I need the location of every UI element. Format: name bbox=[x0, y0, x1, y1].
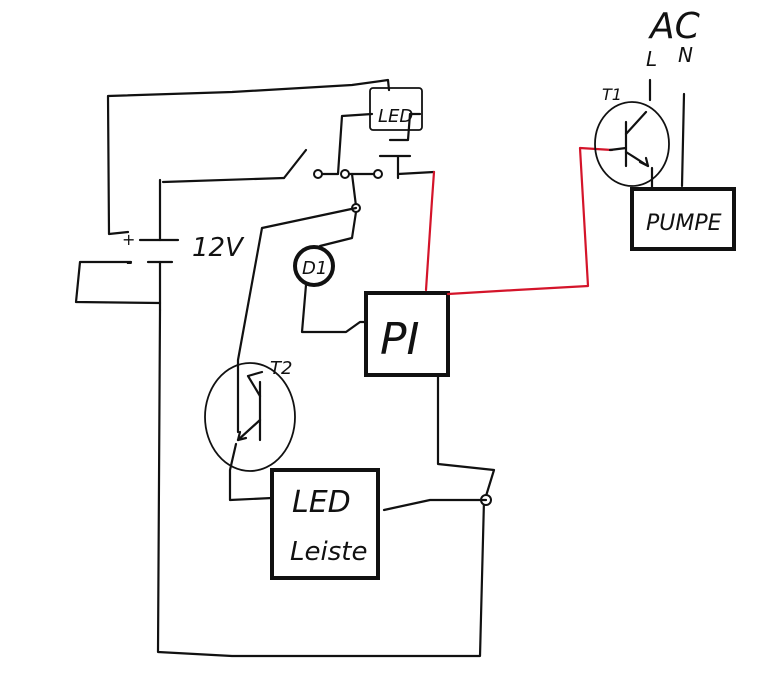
battery-plus-label: + bbox=[122, 230, 135, 249]
pump: PUMPE bbox=[630, 187, 736, 251]
wire-junction-to-d1 bbox=[318, 210, 358, 248]
wire-signal-relay-to-pi bbox=[424, 170, 436, 292]
led-strip-label-line1: LED bbox=[292, 485, 351, 520]
wire-contacts-down bbox=[350, 172, 358, 208]
led-strip-label-line2: Leiste bbox=[290, 537, 367, 567]
contact-node-2 bbox=[340, 169, 350, 179]
wire-led-top-right bbox=[388, 112, 422, 142]
transistor-t2: T2 bbox=[204, 358, 296, 472]
contact-node-3 bbox=[373, 169, 383, 179]
wire-ac-neutral bbox=[680, 92, 686, 188]
wire-node-to-led-strip bbox=[382, 498, 488, 512]
wire-junction-to-t2 bbox=[236, 206, 358, 434]
neutral-label: N bbox=[678, 43, 693, 67]
wire-switch-line bbox=[161, 176, 286, 184]
wire-switch-to-contacts bbox=[316, 112, 374, 176]
wire-ground-loop bbox=[156, 308, 486, 658]
contact-node-1 bbox=[313, 169, 323, 179]
wire-t2-to-led-strip bbox=[228, 442, 274, 502]
wire-signal-pi-to-t1 bbox=[446, 146, 614, 296]
wire-pi-down bbox=[436, 374, 496, 498]
wire-battery-top-loop bbox=[106, 78, 391, 236]
wire-d1-to-pi bbox=[300, 283, 368, 334]
wire-relay-out bbox=[396, 170, 436, 176]
relay-symbol bbox=[378, 154, 412, 180]
led-indicator: LED bbox=[369, 87, 423, 131]
pi-controller: PI bbox=[364, 291, 450, 377]
led-strip: LED Leiste bbox=[270, 468, 380, 580]
battery-minus-label: - bbox=[126, 252, 133, 273]
battery-voltage-label: 12V bbox=[192, 233, 245, 263]
ac-label: AC bbox=[648, 6, 701, 47]
battery-12v: + - 12V bbox=[122, 178, 245, 312]
pump-label: PUMPE bbox=[646, 211, 722, 236]
ac-mains: AC L N bbox=[646, 6, 701, 71]
diode-d1: D1 bbox=[293, 245, 335, 287]
transistor-t1: T1 bbox=[594, 85, 670, 187]
switch-lever bbox=[282, 148, 308, 180]
led-top-label: LED bbox=[378, 106, 413, 127]
t1-label: T1 bbox=[602, 85, 622, 104]
t2-label: T2 bbox=[270, 358, 292, 379]
pi-label: PI bbox=[380, 314, 420, 365]
line-label: L bbox=[646, 47, 657, 71]
d1-label: D1 bbox=[302, 258, 327, 279]
wire-battery-left-loop bbox=[74, 260, 162, 305]
